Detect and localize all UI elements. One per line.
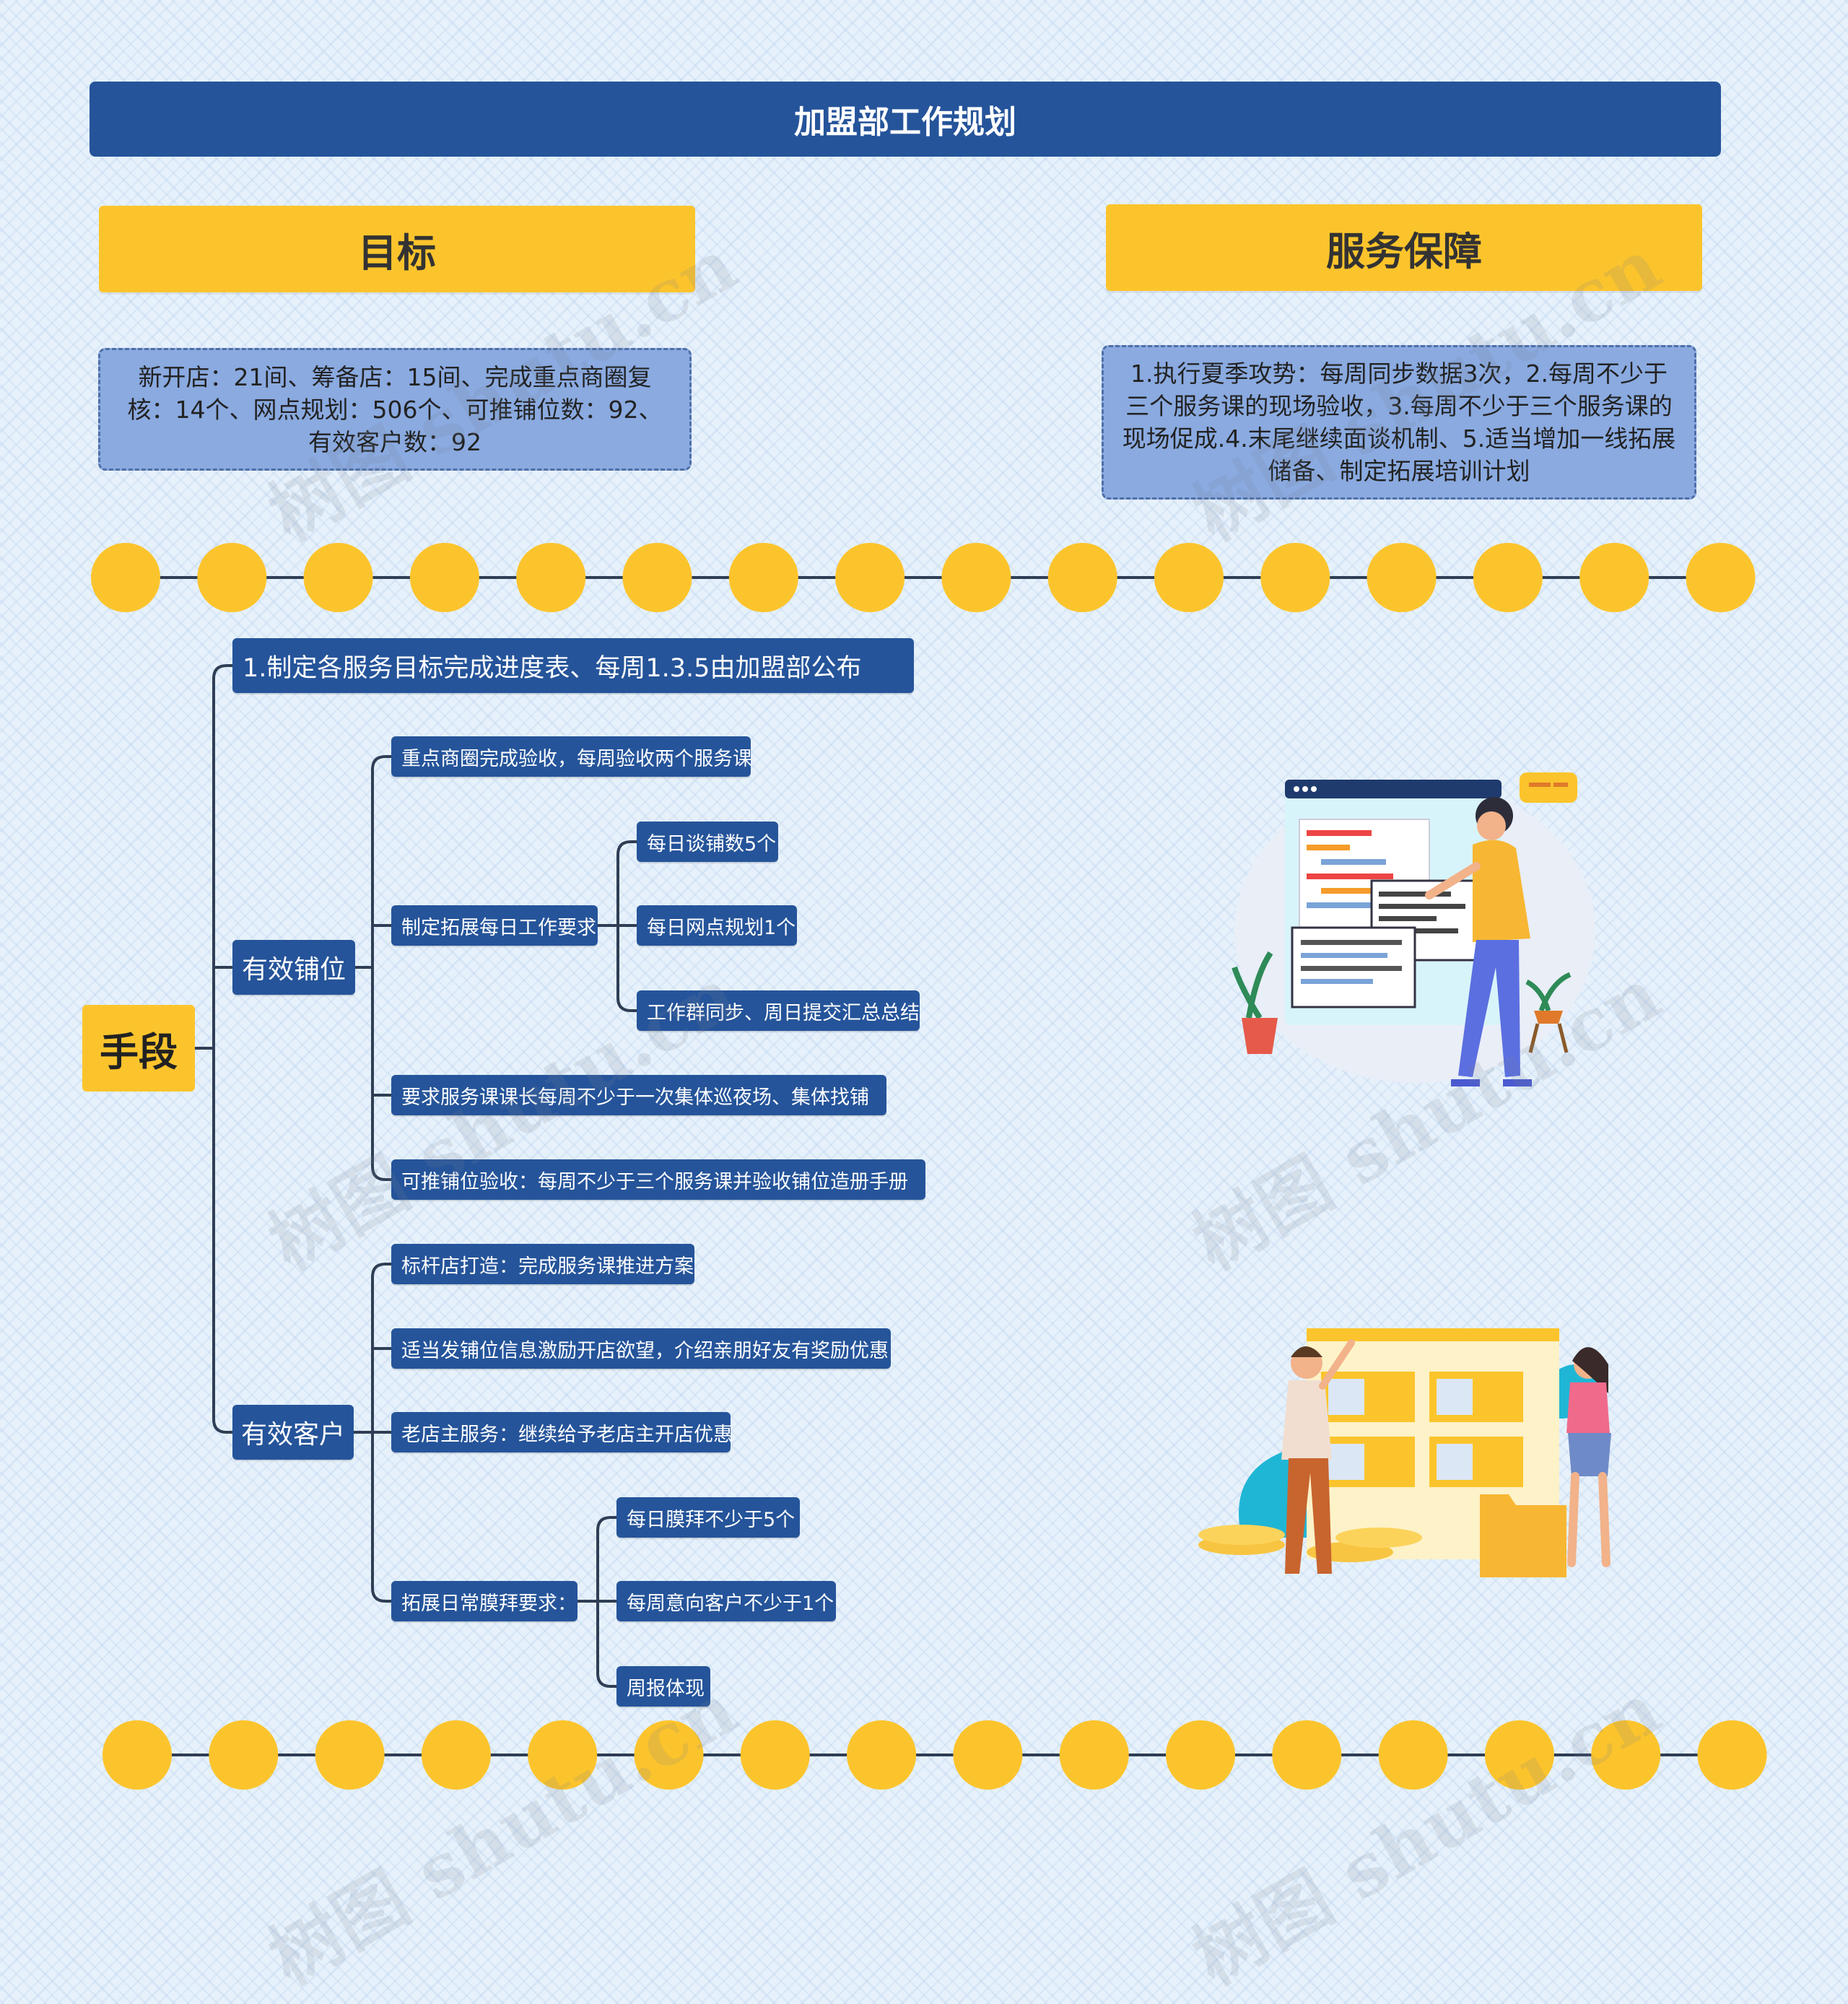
node-effective-shop: 有效铺位	[232, 940, 355, 995]
dot-divider-bottom	[103, 1720, 1767, 1790]
divider-dot	[1059, 1720, 1129, 1790]
service-heading: 服务保障	[1106, 204, 1702, 291]
node-shop-a: 重点商圈完成验收，每周验收两个服务课	[391, 736, 752, 777]
divider-dot	[528, 1720, 598, 1790]
divider-dot	[1272, 1720, 1342, 1790]
divider-dot	[1047, 543, 1117, 612]
goal-note: 新开店：21间、筹备店：15间、完成重点商圈复核：14个、网点规划：506个、可…	[98, 348, 692, 471]
illustration-gallery	[1198, 1328, 1611, 1577]
divider-dot	[941, 543, 1011, 612]
node-shop-b1: 每日谈铺数5个	[637, 822, 778, 862]
divider-dot	[1579, 543, 1649, 612]
divider-dot	[953, 1720, 1023, 1790]
node-shop-b: 制定拓展每日工作要求	[391, 905, 598, 946]
node-client-c: 老店主服务：继续给予老店主开店优惠	[391, 1412, 733, 1452]
page-title: 加盟部工作规划	[90, 82, 1721, 157]
goal-heading: 目标	[99, 206, 695, 292]
node-client-b: 适当发铺位信息激励开店欲望，介绍亲朋好友有奖励优惠	[391, 1328, 891, 1369]
node-client-d2: 每周意向客户不少于1个	[616, 1581, 836, 1621]
divider-dot	[516, 543, 586, 612]
divider-dot	[409, 543, 479, 612]
divider-dot	[1697, 1720, 1767, 1790]
divider-dot	[103, 1720, 172, 1790]
divider-dot	[634, 1720, 704, 1790]
divider-dot	[303, 543, 373, 612]
divider-dot	[197, 543, 267, 612]
divider-dot	[740, 1720, 810, 1790]
divider-dot	[91, 543, 160, 612]
node-shop-c: 要求服务课课长每周不少于一次集体巡夜场、集体找铺	[391, 1075, 886, 1115]
node-client-d3: 周报体现	[616, 1666, 710, 1707]
divider-dot	[1473, 543, 1543, 612]
service-note: 1.执行夏季攻势：每周同步数据3次，2.每周不少于三个服务课的现场验收，3.每周…	[1102, 345, 1696, 500]
tree-connectors	[193, 664, 638, 1688]
divider-dot	[835, 543, 905, 612]
root-node: 手段	[82, 1005, 195, 1092]
divider-dot	[1591, 1720, 1661, 1790]
node-shop-d: 可推铺位验收：每周不少于三个服务课并验收铺位造册手册	[391, 1159, 925, 1200]
divider-dot	[622, 543, 692, 612]
divider-dot	[421, 1720, 491, 1790]
divider-dot	[1154, 543, 1224, 612]
divider-dot	[1378, 1720, 1448, 1790]
divider-dot	[209, 1720, 279, 1790]
divider-dot	[315, 1720, 385, 1790]
node-shop-b3: 工作群同步、周日提交汇总总结	[637, 990, 920, 1031]
divider-dot	[1166, 1720, 1235, 1790]
divider-dot	[1686, 543, 1756, 612]
node-effective-client: 有效客户	[232, 1405, 354, 1460]
node-shop-b2: 每日网点规划1个	[637, 905, 797, 946]
divider-dot	[1367, 543, 1437, 612]
node-progress-table: 1.制定各服务目标完成进度表、每周1.3.5由加盟部公布	[232, 638, 914, 693]
illustration-presenter	[1232, 772, 1595, 1086]
node-client-a: 标杆店打造：完成服务课推进方案	[391, 1244, 694, 1284]
divider-dot	[847, 1720, 917, 1790]
divider-dot	[728, 543, 798, 612]
divider-dot	[1484, 1720, 1554, 1790]
node-client-d: 拓展日常膜拜要求：	[391, 1581, 578, 1621]
dot-divider-top	[91, 543, 1756, 612]
node-client-d1: 每日膜拜不少于5个	[616, 1497, 800, 1538]
divider-dot	[1260, 543, 1330, 612]
